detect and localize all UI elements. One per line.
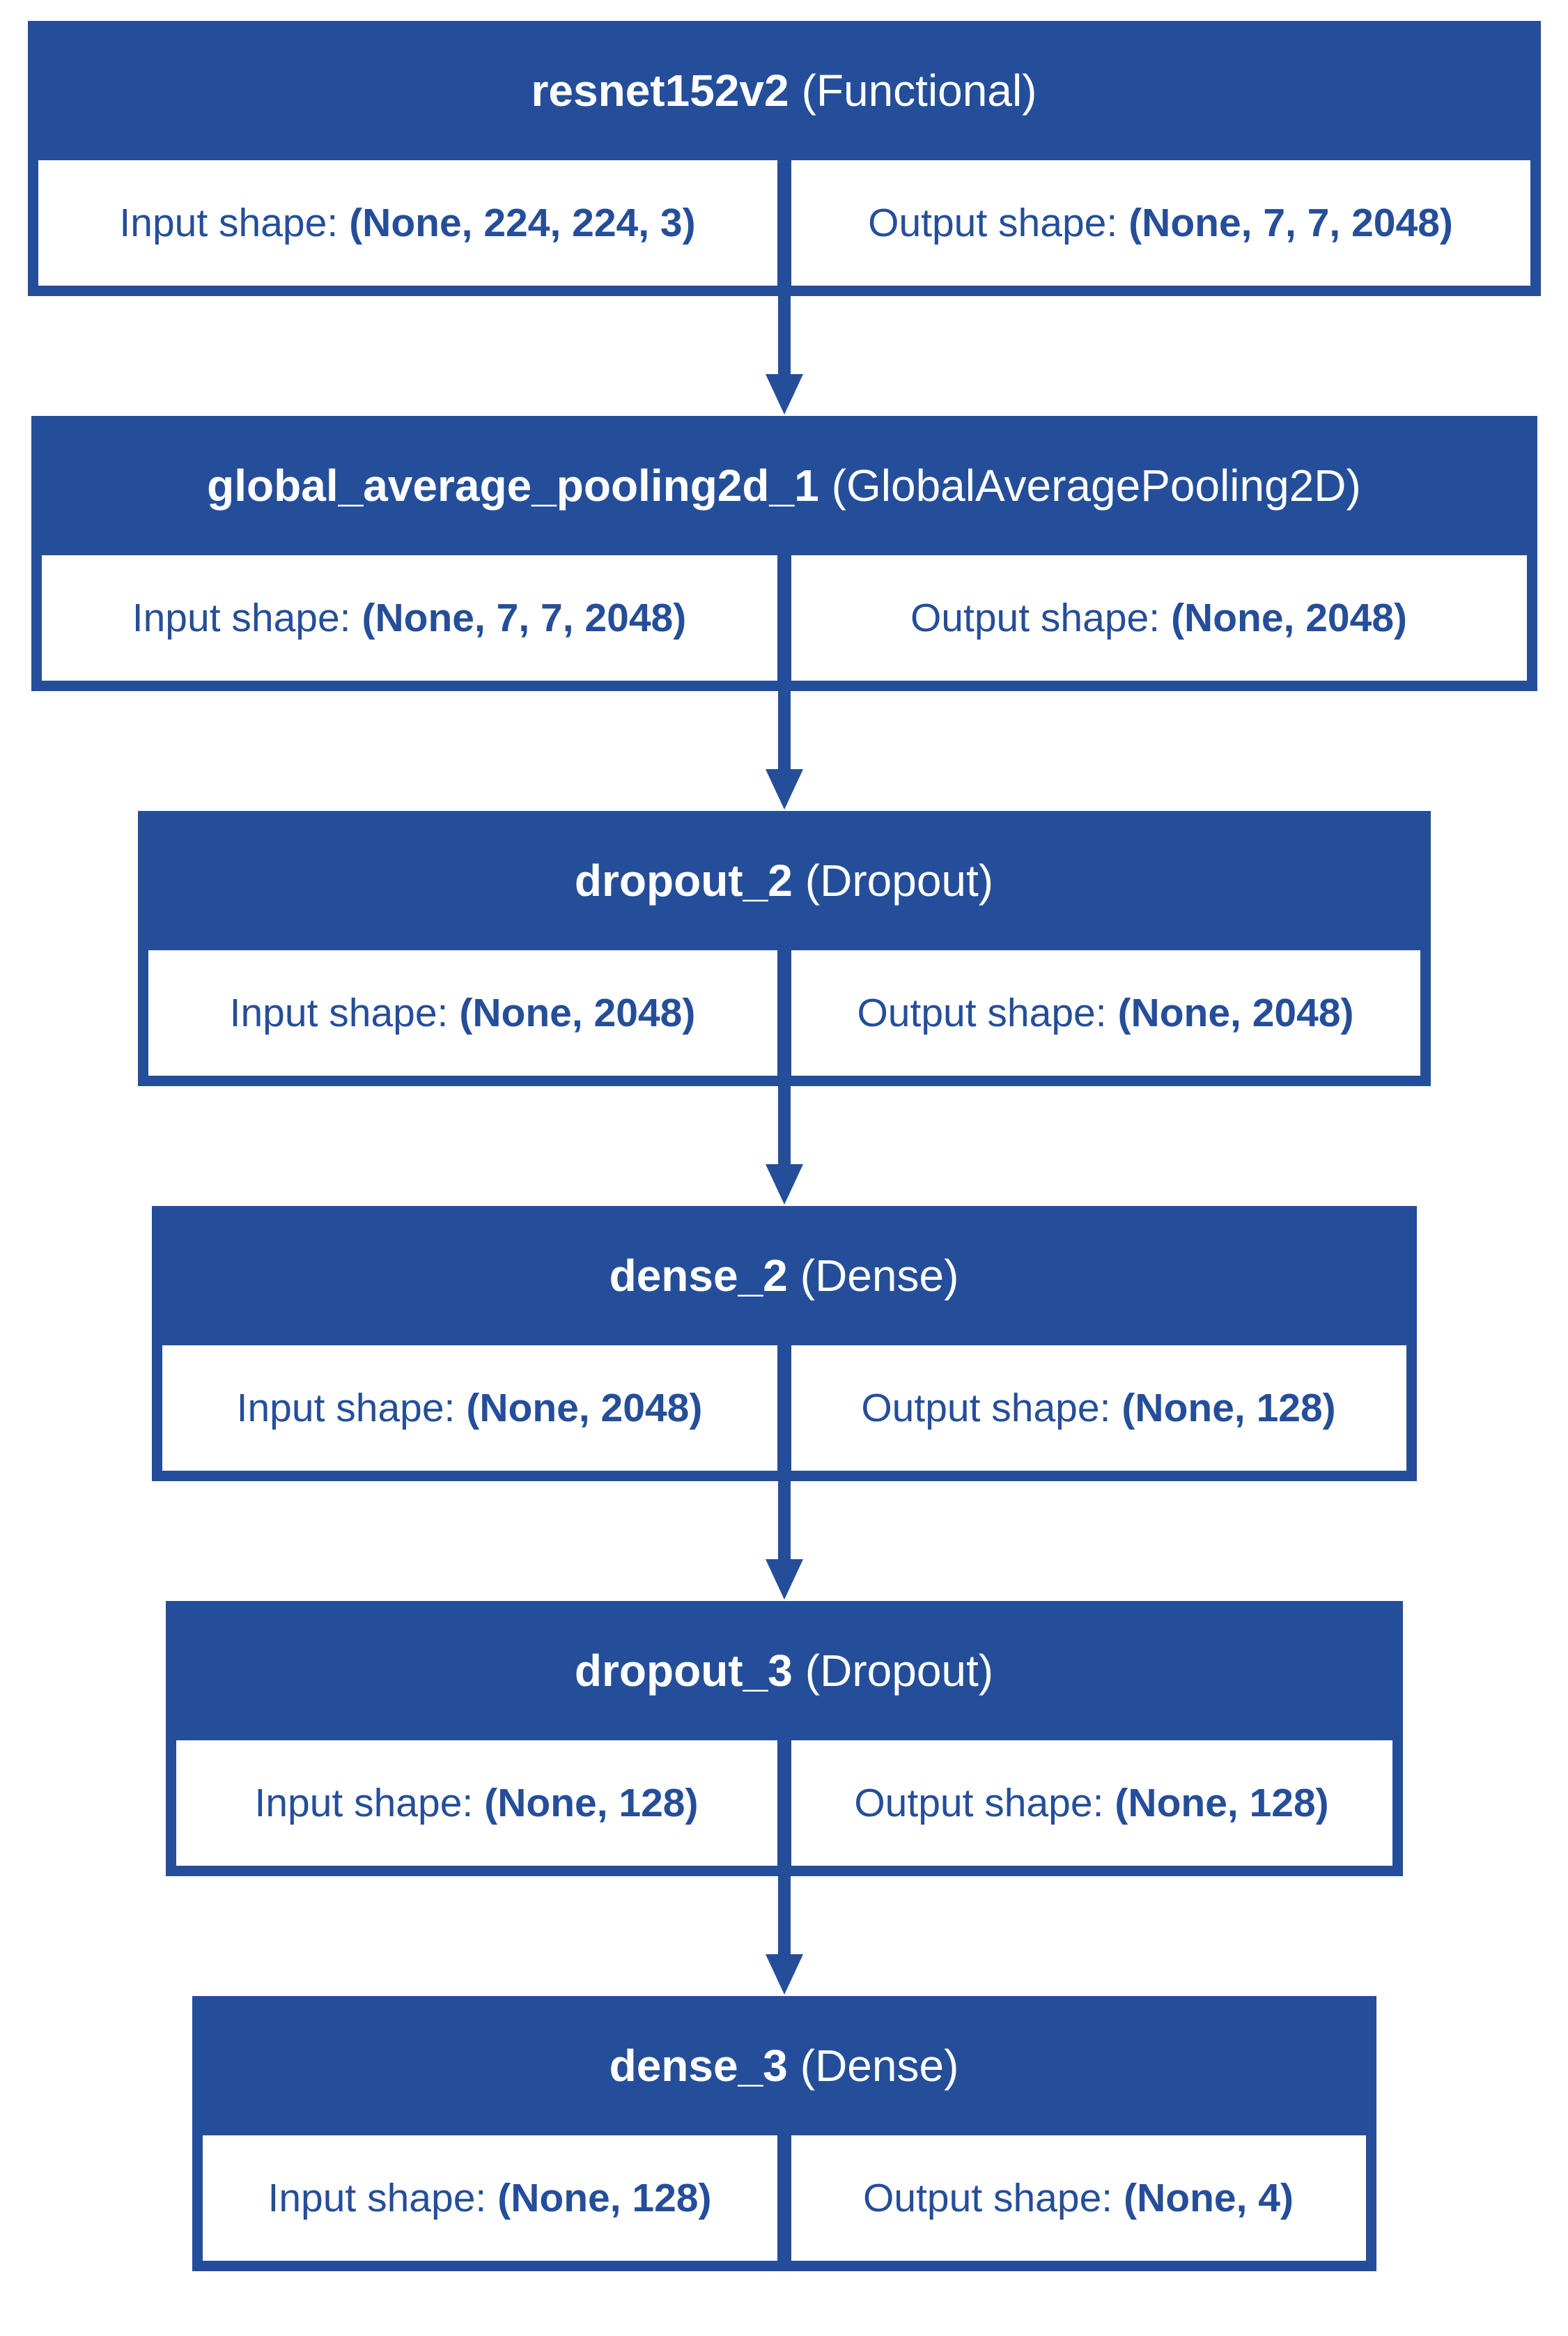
layer-title: dropout_2 (Dropout) [138,811,1431,950]
layer-name: dropout_2 [574,856,793,906]
connector [743,1876,826,1996]
arrow-down-icon [765,691,803,810]
layer-node-dropout-2: dropout_2 (Dropout) Input shape: (None, … [137,811,1431,1086]
layer-title: dense_3 (Dense) [192,1996,1376,2135]
arrow-down-icon [765,1876,803,1995]
layer-type: (Functional) [801,65,1037,116]
input-shape-label: Input shape: [236,1386,456,1430]
layer-node-global-average-pooling2d-1: global_average_pooling2d_1 (GlobalAverag… [31,416,1537,691]
layer-node-dropout-3: dropout_3 (Dropout) Input shape: (None, … [165,1601,1403,1876]
output-shape-label: Output shape: [857,991,1107,1035]
output-shape-value: (None, 128) [1115,1781,1329,1825]
layer-title: dropout_3 (Dropout) [166,1601,1403,1740]
layer-type: (Dense) [800,2041,959,2091]
input-shape-label: Input shape: [132,596,351,640]
output-shape-label: Output shape: [863,2176,1113,2220]
shape-cells: Input shape: (None, 224, 224, 3) Output … [28,160,1541,296]
layer-title: dense_2 (Dense) [152,1206,1417,1345]
connector [743,691,826,811]
layer-type: (GlobalAveragePooling2D) [831,461,1361,511]
output-shape-value: (None, 7, 7, 2048) [1128,201,1453,245]
input-shape-cell: Input shape: (None, 2048) [162,1345,777,1471]
layer-node-resnet152v2: resnet152v2 (Functional) Input shape: (N… [27,21,1541,296]
output-shape-value: (None, 128) [1121,1386,1336,1430]
arrow-down-icon [765,1086,803,1205]
connector [743,1481,826,1601]
output-shape-value: (None, 4) [1124,2176,1294,2220]
output-shape-cell: Output shape: (None, 2048) [791,555,1527,681]
shape-cells: Input shape: (None, 128) Output shape: (… [166,1740,1403,1876]
layer-name: dense_2 [609,1251,788,1301]
output-shape-cell: Output shape: (None, 2048) [791,950,1420,1076]
layer-name: dropout_3 [574,1646,793,1696]
output-shape-label: Output shape: [910,596,1161,640]
arrow-down-icon [765,1481,803,1600]
layer-title: resnet152v2 (Functional) [28,21,1541,160]
input-shape-label: Input shape: [254,1781,474,1825]
layer-name: global_average_pooling2d_1 [207,461,819,511]
layer-type: (Dropout) [805,1646,994,1696]
output-shape-label: Output shape: [854,1781,1104,1825]
input-shape-cell: Input shape: (None, 128) [176,1740,777,1866]
input-shape-value: (None, 128) [484,1781,699,1825]
output-shape-cell: Output shape: (None, 4) [791,2135,1366,2261]
input-shape-value: (None, 7, 7, 2048) [362,596,687,640]
shape-cells: Input shape: (None, 7, 7, 2048) Output s… [31,555,1537,691]
output-shape-value: (None, 2048) [1117,991,1354,1035]
shape-cells: Input shape: (None, 128) Output shape: (… [192,2135,1376,2271]
output-shape-cell: Output shape: (None, 128) [791,1345,1406,1471]
output-shape-label: Output shape: [861,1386,1111,1430]
input-shape-value: (None, 224, 224, 3) [349,201,696,245]
input-shape-label: Input shape: [267,2176,487,2220]
input-shape-value: (None, 2048) [459,991,696,1035]
output-shape-cell: Output shape: (None, 128) [791,1740,1392,1866]
shape-cells: Input shape: (None, 2048) Output shape: … [138,950,1431,1086]
input-shape-cell: Input shape: (None, 2048) [148,950,777,1076]
layer-title: global_average_pooling2d_1 (GlobalAverag… [31,416,1537,555]
arrow-down-icon [765,296,803,415]
connector [743,296,826,416]
input-shape-cell: Input shape: (None, 224, 224, 3) [38,160,777,286]
layer-node-dense-2: dense_2 (Dense) Input shape: (None, 2048… [151,1206,1417,1481]
layer-type: (Dropout) [805,856,994,906]
output-shape-cell: Output shape: (None, 7, 7, 2048) [791,160,1530,286]
layer-name: dense_3 [609,2041,788,2091]
input-shape-cell: Input shape: (None, 128) [202,2135,777,2261]
connector [743,1086,826,1206]
input-shape-label: Input shape: [229,991,449,1035]
shape-cells: Input shape: (None, 2048) Output shape: … [152,1345,1417,1481]
layer-node-dense-3: dense_3 (Dense) Input shape: (None, 128)… [192,1996,1376,2271]
input-shape-label: Input shape: [119,201,339,245]
output-shape-label: Output shape: [868,201,1118,245]
input-shape-value: (None, 128) [497,2176,712,2220]
layer-type: (Dense) [800,1251,959,1301]
layer-name: resnet152v2 [531,65,789,116]
input-shape-value: (None, 2048) [466,1386,703,1430]
input-shape-cell: Input shape: (None, 7, 7, 2048) [41,555,777,681]
output-shape-value: (None, 2048) [1171,596,1408,640]
